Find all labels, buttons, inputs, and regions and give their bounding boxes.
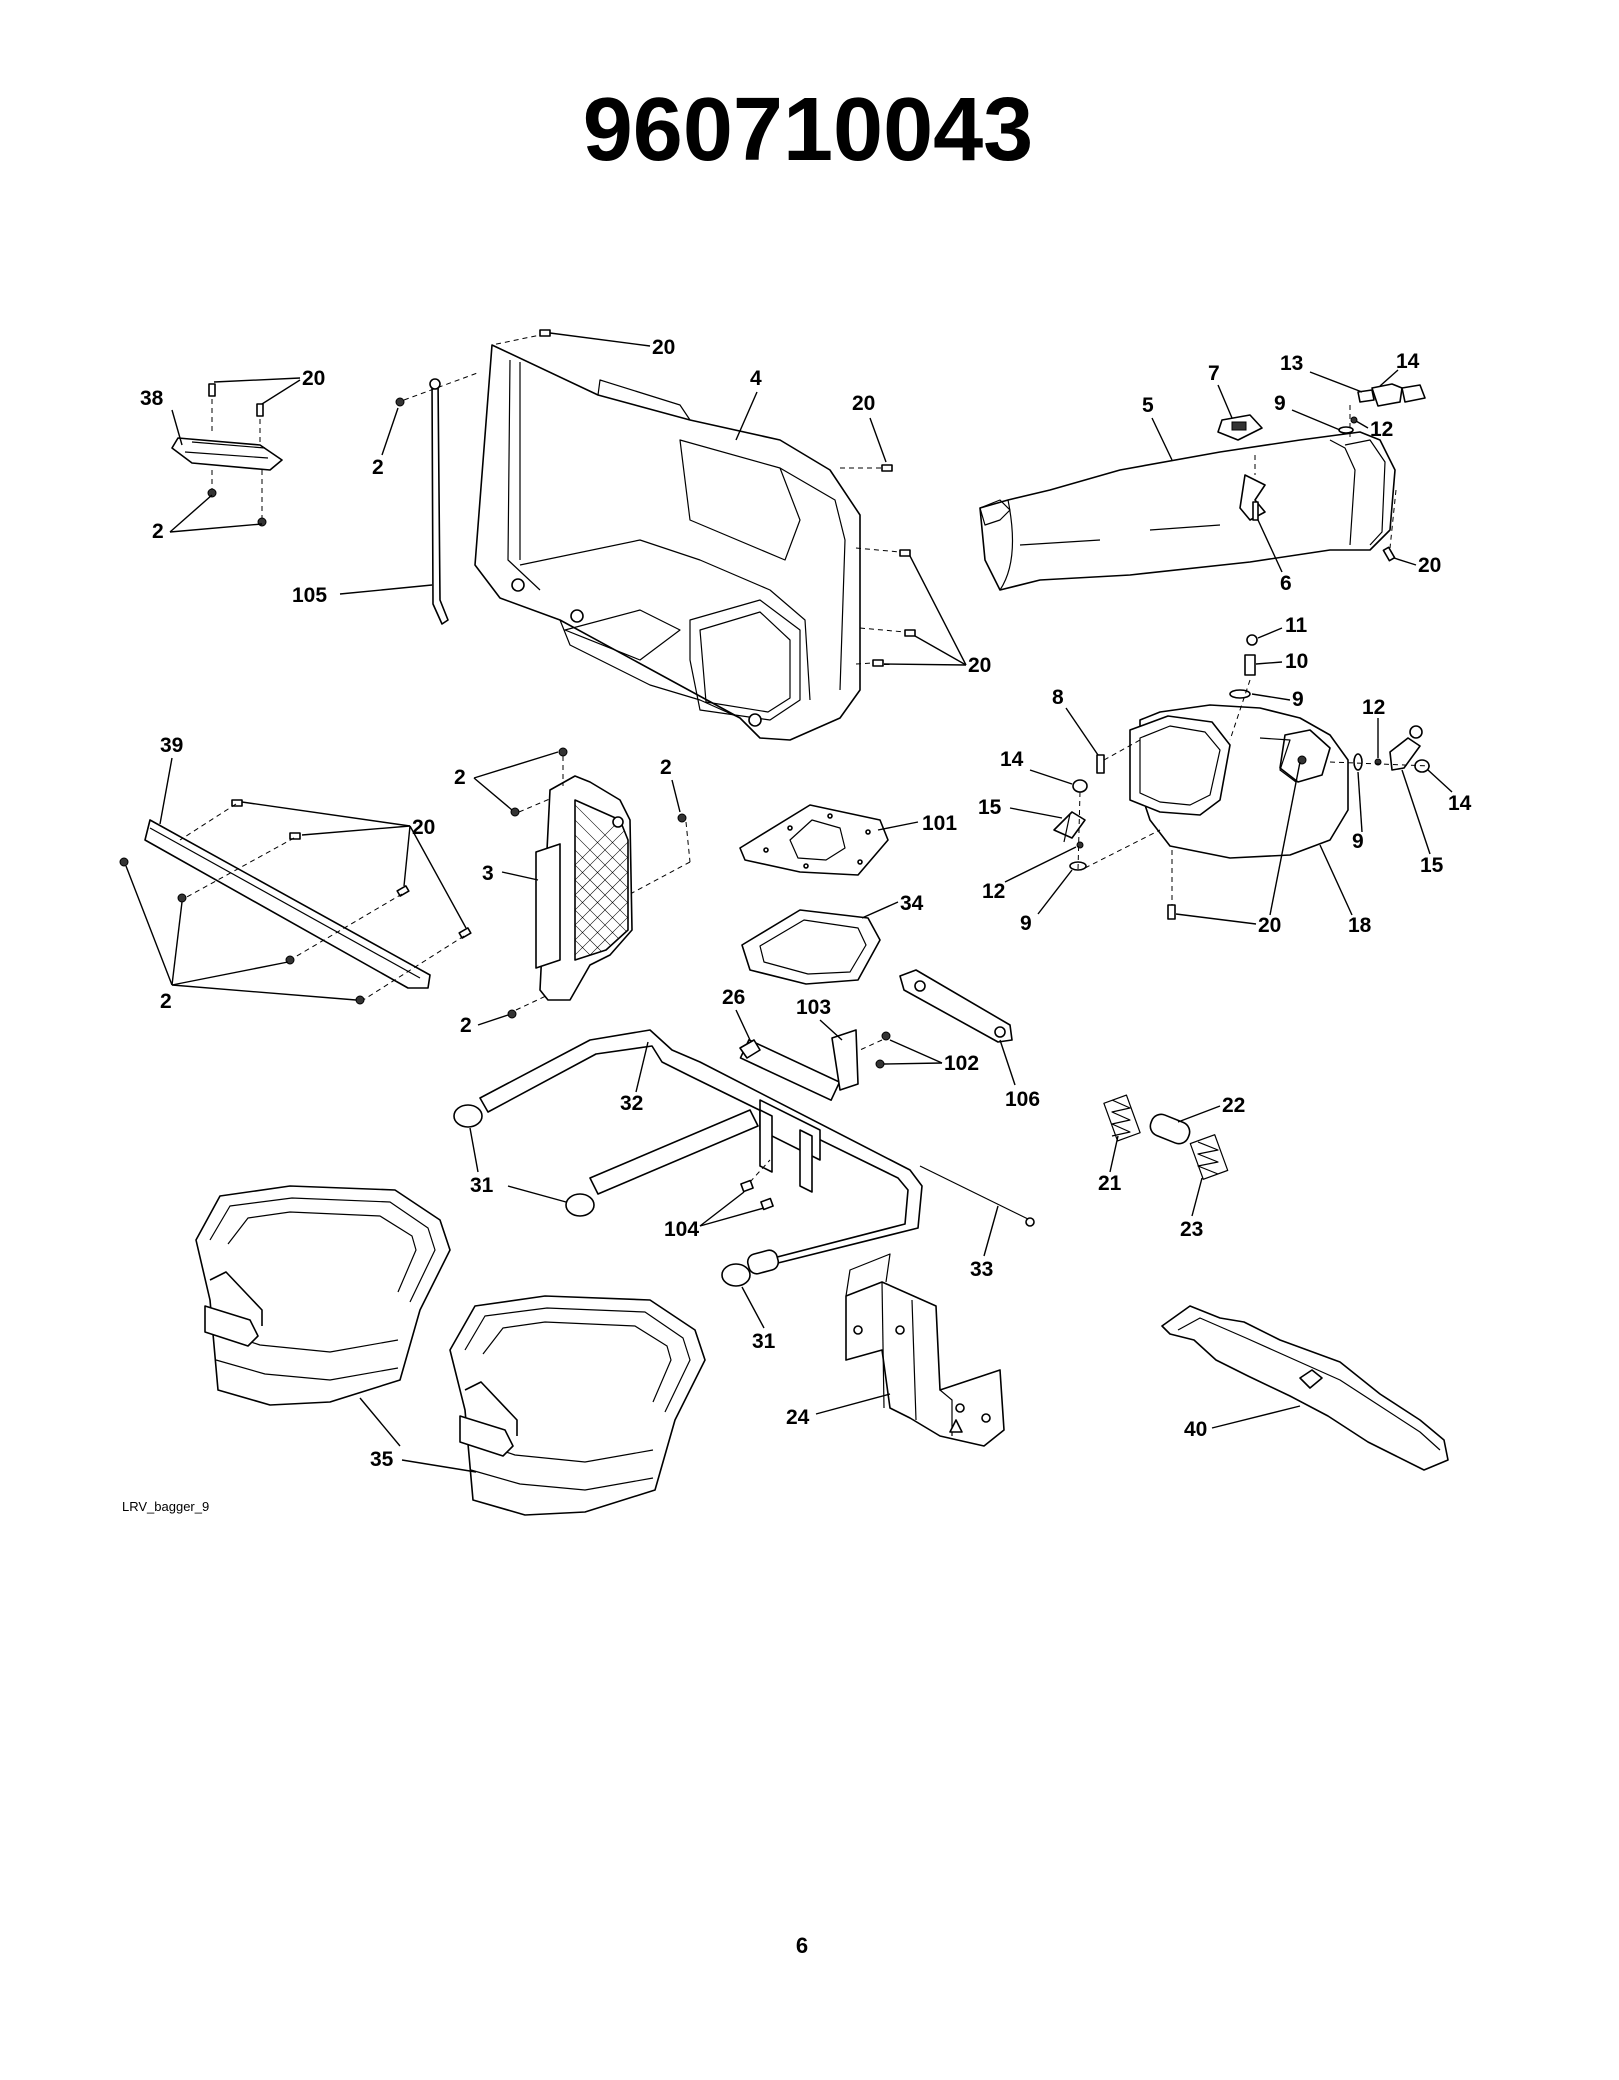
callout-6: 6 xyxy=(1280,572,1292,595)
callout-20-a: 20 xyxy=(302,367,325,390)
callout-31-a: 31 xyxy=(470,1174,494,1197)
part-22-sleeve xyxy=(1149,1113,1191,1145)
part-8-screw xyxy=(1096,754,1105,774)
callout-101: 101 xyxy=(922,812,957,835)
part-20-screw-18 xyxy=(1167,904,1176,920)
part-15-latch-right xyxy=(1389,737,1421,771)
page-number: 6 xyxy=(796,1933,808,1958)
callout-105: 105 xyxy=(292,584,327,607)
callout-14-c: 14 xyxy=(1448,792,1472,815)
callout-11: 11 xyxy=(1285,614,1308,637)
part-11-cap xyxy=(1246,634,1258,646)
part-38-bracket xyxy=(171,383,283,527)
part-31-cap-a xyxy=(453,1104,483,1128)
part-7-clip xyxy=(1217,414,1263,441)
callout-5: 5 xyxy=(1142,394,1154,417)
part-14-knob-left xyxy=(1072,779,1088,793)
callout-2-d: 2 xyxy=(454,766,466,789)
part-9-washer-b xyxy=(1229,689,1251,699)
callout-15-a: 15 xyxy=(978,796,1002,819)
part-3-screen xyxy=(535,775,633,1001)
figure-id: LRV_bagger_9 xyxy=(122,1499,209,1514)
callout-14-b: 14 xyxy=(1000,748,1024,771)
part-12-nut-top xyxy=(1350,416,1358,424)
part-9-washer-top xyxy=(1338,426,1354,434)
callout-23: 23 xyxy=(1180,1218,1203,1241)
callout-13: 13 xyxy=(1280,352,1303,375)
callout-21: 21 xyxy=(1098,1172,1122,1195)
callout-20-d: 20 xyxy=(968,654,991,677)
part-13-stud xyxy=(1357,389,1375,403)
callout-35: 35 xyxy=(370,1448,394,1471)
callout-18: 18 xyxy=(1348,914,1372,937)
callout-20-b: 20 xyxy=(652,336,675,359)
part-26-pin xyxy=(739,1039,761,1059)
part-101-plate xyxy=(739,804,889,876)
part-23-spring xyxy=(1189,1134,1229,1180)
callout-12-b: 12 xyxy=(982,880,1005,903)
callout-10: 10 xyxy=(1285,650,1308,673)
callout-24: 24 xyxy=(786,1406,810,1429)
callout-104: 104 xyxy=(664,1218,699,1241)
callout-9-d: 9 xyxy=(1352,830,1364,853)
callout-8: 8 xyxy=(1052,686,1064,709)
part-4-bag-housing xyxy=(474,344,861,741)
part-21-spring xyxy=(1103,1094,1141,1142)
part-31-cap-b xyxy=(565,1193,595,1217)
part-14-knob-top xyxy=(1371,383,1426,407)
part-24-mount-bracket xyxy=(845,1253,1005,1447)
callout-38: 38 xyxy=(140,387,164,410)
part-34-gasket xyxy=(741,909,881,985)
callout-15-b: 15 xyxy=(1420,854,1444,877)
callout-14-a: 14 xyxy=(1396,350,1420,373)
callout-39: 39 xyxy=(160,734,183,757)
part-5-chute xyxy=(979,431,1396,591)
callout-9-a: 9 xyxy=(1274,392,1286,415)
callout-2-e: 2 xyxy=(660,756,672,779)
part-31-cap-c xyxy=(721,1263,751,1287)
part-40-blade xyxy=(1161,1305,1449,1471)
callout-22: 22 xyxy=(1222,1094,1245,1117)
callout-26: 26 xyxy=(722,986,745,1009)
callout-2-a: 2 xyxy=(152,520,164,543)
callout-40: 40 xyxy=(1184,1418,1207,1441)
callout-20-g: 20 xyxy=(412,816,435,839)
part-105-rod xyxy=(429,378,449,625)
part-9-washer-d xyxy=(1353,753,1363,771)
part-35-bag-right xyxy=(449,1295,706,1516)
callout-20-f: 20 xyxy=(1258,914,1281,937)
part-33-rod xyxy=(919,1165,1031,1221)
document-title: 960710043 xyxy=(583,80,1033,180)
callout-102: 102 xyxy=(944,1052,979,1075)
callout-7: 7 xyxy=(1208,362,1220,385)
callout-2-c: 2 xyxy=(160,990,172,1013)
callout-103: 103 xyxy=(796,996,831,1019)
callout-31-b: 31 xyxy=(752,1330,776,1353)
callout-20-e: 20 xyxy=(1418,554,1441,577)
callout-2-b: 2 xyxy=(372,456,384,479)
callout-106: 106 xyxy=(1005,1088,1040,1111)
callout-3: 3 xyxy=(482,862,494,885)
callout-20-c: 20 xyxy=(852,392,875,415)
callout-33: 33 xyxy=(970,1258,993,1281)
part-39-bar xyxy=(144,819,431,989)
callout-2-f: 2 xyxy=(460,1014,472,1037)
part-106-bracket xyxy=(899,969,1013,1043)
part-32-frame xyxy=(479,1029,923,1275)
callout-4: 4 xyxy=(750,367,762,390)
part-35-bag-left xyxy=(195,1185,451,1406)
callout-32: 32 xyxy=(620,1092,643,1115)
callout-9-c: 9 xyxy=(1020,912,1032,935)
callout-12-a: 12 xyxy=(1370,418,1393,441)
callout-9-b: 9 xyxy=(1292,688,1304,711)
callout-34: 34 xyxy=(900,892,924,915)
part-18-deflector-housing xyxy=(1129,704,1349,859)
callout-12-c: 12 xyxy=(1362,696,1385,719)
part-103-bracket xyxy=(831,1029,859,1091)
part-10-pin xyxy=(1244,654,1256,676)
